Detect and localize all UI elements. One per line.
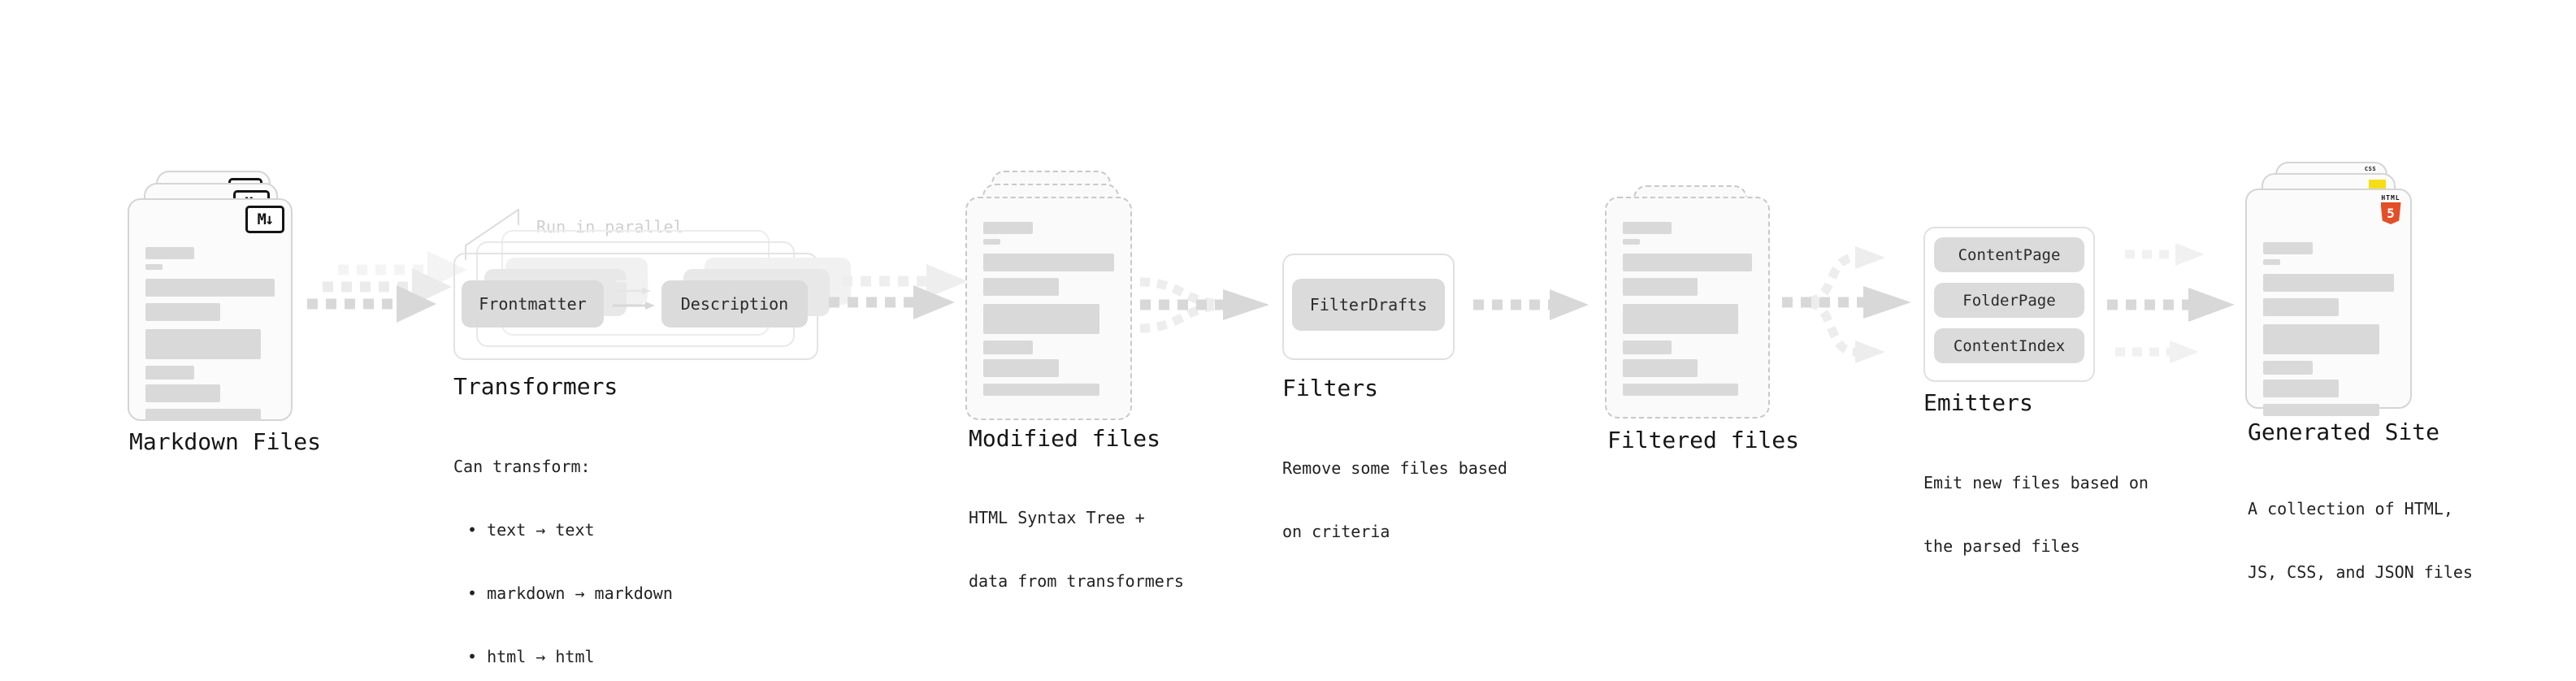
- arrow-modified-to-filters-icon: [1139, 277, 1269, 333]
- parallel-arrows-icon: [613, 277, 655, 310]
- transformers-bullet: • markdown → markdown: [467, 583, 673, 603]
- modified-files-label: Modified files: [969, 425, 1161, 452]
- document-placeholder-lines: [1623, 222, 1752, 396]
- emitters-description: Emit new files based on the parsed files: [1923, 473, 2149, 556]
- arrow-filters-to-filtered-icon: [1473, 289, 1589, 320]
- frontmatter-node: Frontmatter: [462, 280, 604, 327]
- generated-site-label: Generated Site: [2248, 419, 2440, 445]
- markdown-file-card-front: M↓: [128, 198, 293, 421]
- transformers-bullet: • html → html: [467, 647, 595, 666]
- arrow-transformers-to-modified-icon: [829, 264, 968, 319]
- transformers-bullet: • text → text: [467, 520, 595, 540]
- folder-page-node: FolderPage: [1934, 283, 2084, 318]
- html-file-card: HTML 5: [2245, 189, 2412, 416]
- modified-files-stack: [965, 171, 1136, 423]
- filtered-files-label: Filtered files: [1607, 427, 1800, 453]
- html5-icon: HTML 5: [2379, 194, 2402, 224]
- filter-drafts-node: FilterDrafts: [1292, 279, 1445, 331]
- description-node: Description: [661, 280, 808, 327]
- filtered-files-stack: [1605, 185, 1776, 423]
- arrow-emitters-to-site-icon: [2107, 243, 2235, 363]
- arrow-markdown-to-transformers-icon: [307, 251, 467, 323]
- modified-file-card-front: [965, 197, 1132, 420]
- transformers-label: Transformers: [453, 373, 618, 400]
- markdown-icon: M↓: [245, 206, 284, 233]
- content-index-node: ContentIndex: [1934, 328, 2084, 363]
- document-placeholder-lines: [983, 222, 1114, 396]
- transformers-desc-title: Can transform:: [453, 457, 591, 476]
- generated-site-description: A collection of HTML, JS, CSS, and JSON …: [2248, 499, 2473, 582]
- filters-label: Filters: [1282, 375, 1379, 401]
- content-page-node: ContentPage: [1934, 237, 2084, 272]
- emitters-label: Emitters: [1923, 389, 2033, 416]
- markdown-files-stack: M↓ M↓ M↓: [128, 171, 298, 423]
- arrow-filtered-to-emitters-icon: [1782, 246, 1911, 363]
- transformers-description: Can transform: • text → text • markdown …: [453, 414, 673, 681]
- filtered-file-card-front: [1605, 197, 1770, 419]
- filters-description: Remove some files based on criteria: [1282, 458, 1507, 541]
- document-placeholder-lines: [145, 247, 275, 421]
- generated-site-stack: CSS HTML 5: [2245, 162, 2416, 416]
- document-placeholder-lines: [2263, 242, 2394, 416]
- markdown-files-label: Markdown Files: [129, 428, 322, 455]
- modified-files-description: HTML Syntax Tree + data from transformer…: [969, 508, 1184, 591]
